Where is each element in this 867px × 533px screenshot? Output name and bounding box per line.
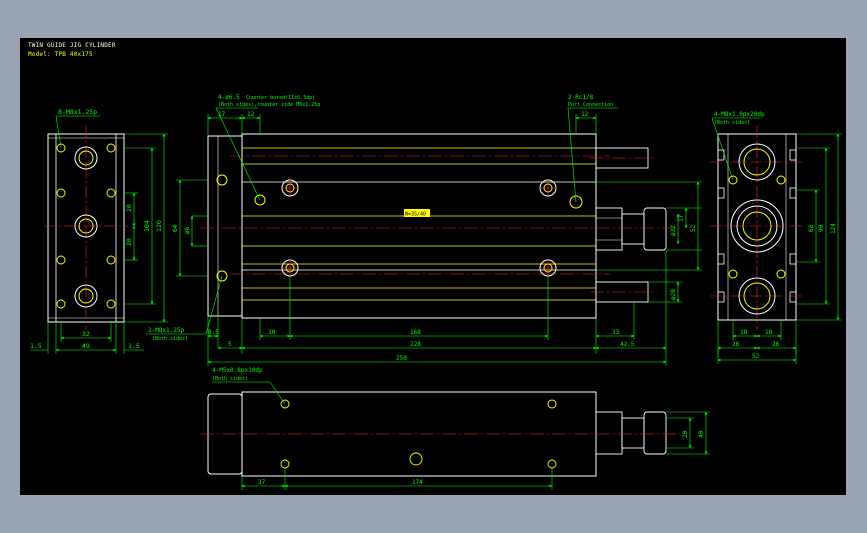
dim-20-bottom: 20: [682, 430, 689, 438]
dim-phi20: ø20: [670, 289, 677, 300]
dim-104: 104: [143, 220, 151, 232]
dim-12a: 12: [247, 111, 255, 118]
dim-8-5: 8.5: [208, 329, 219, 336]
dim-40: 40: [698, 430, 705, 438]
drawing-model: Model: TPB 40x175: [28, 51, 93, 58]
dim-64: 64: [172, 224, 179, 232]
dim-17: 17: [218, 111, 226, 118]
cad-viewport[interactable]: TWIN GUIDE JIG CYLINDER Model: TPB 40x17…: [20, 38, 846, 495]
dim-26b: 26: [772, 341, 780, 348]
dim-33: 33: [612, 329, 620, 336]
dim-20b: 20: [125, 238, 133, 246]
dim-124: 124: [830, 223, 837, 234]
dim-250: 250: [396, 355, 407, 362]
dim-18b: 18: [765, 329, 773, 336]
dim-17-right: 17: [678, 214, 685, 222]
dim-30: 30: [268, 329, 276, 336]
front-end-plate: [207, 135, 243, 317]
dim-228: 228: [410, 341, 421, 348]
dim-52-right: 52: [752, 353, 760, 360]
dim-68: 68: [808, 224, 815, 232]
left-callout: 8-M8x1.25p: [58, 108, 97, 116]
dim-phi6: ø6: [184, 226, 191, 234]
dim-12b: 12: [581, 111, 589, 118]
front-callout-holes-sub: Counter bored(11x6.5dp): [246, 95, 315, 101]
dim-37: 37: [258, 479, 266, 486]
drawing-title: TWIN GUIDE JIG CYLINDER: [28, 42, 116, 49]
right-end-view: 4-M8x1.0px20dp (Both sides) 68 90 124 18…: [710, 111, 842, 364]
front-callout-port-sub: Port Connection: [568, 102, 613, 108]
dim-52: 52: [690, 224, 697, 232]
title-block: TWIN GUIDE JIG CYLINDER Model: TPB 40x17…: [28, 41, 116, 59]
cad-drawing: 8-M8x1.25p 20 20 104 120 32 49 1.5 1.5: [30, 94, 842, 490]
right-callout-sub: (Both sides): [714, 120, 750, 126]
bottom-callout-sub: (Both sides): [212, 376, 248, 382]
front-callout-tap: 2-M8x1.25p: [148, 327, 185, 334]
front-body: [241, 133, 597, 319]
dim-5: 5: [228, 341, 232, 348]
dim-174: 174: [412, 479, 423, 486]
front-callout-holes: 4-ø6.5: [218, 94, 240, 101]
dim-phi32: ø32: [670, 225, 677, 236]
front-callout-holes-note: (Both sides),counter side M8x1.25p: [218, 102, 320, 108]
dim-1-5b: 1.5: [128, 342, 140, 350]
dim-26a: 26: [732, 341, 740, 348]
dim-49: 49: [82, 342, 90, 350]
bottom-callout: 4-M5x0.8px10dp: [212, 367, 263, 374]
bottom-view: 4-M5x0.8px10dp (Both sides) 37 174 20 40: [200, 367, 710, 490]
front-label-text: W=35/40: [405, 212, 426, 218]
dim-1-5a: 1.5: [30, 342, 42, 350]
front-label-box: [404, 209, 430, 217]
dim-168: 168: [410, 329, 421, 336]
front-view: W=35/40: [146, 94, 702, 366]
front-callout-port: 2-Rc1/8: [568, 94, 594, 101]
dim-42-5: 42.5: [620, 341, 635, 348]
dim-90: 90: [818, 224, 825, 232]
dim-20a: 20: [125, 204, 133, 212]
front-callout-tap-sub: (Both sides): [152, 336, 188, 342]
left-end-view: 8-M8x1.25p 20 20 104 120 32 49 1.5 1.5: [30, 108, 168, 354]
dim-32: 32: [82, 330, 90, 338]
dim-120: 120: [155, 220, 163, 232]
right-callout: 4-M8x1.0px20dp: [714, 111, 765, 118]
dim-18a: 18: [740, 329, 748, 336]
